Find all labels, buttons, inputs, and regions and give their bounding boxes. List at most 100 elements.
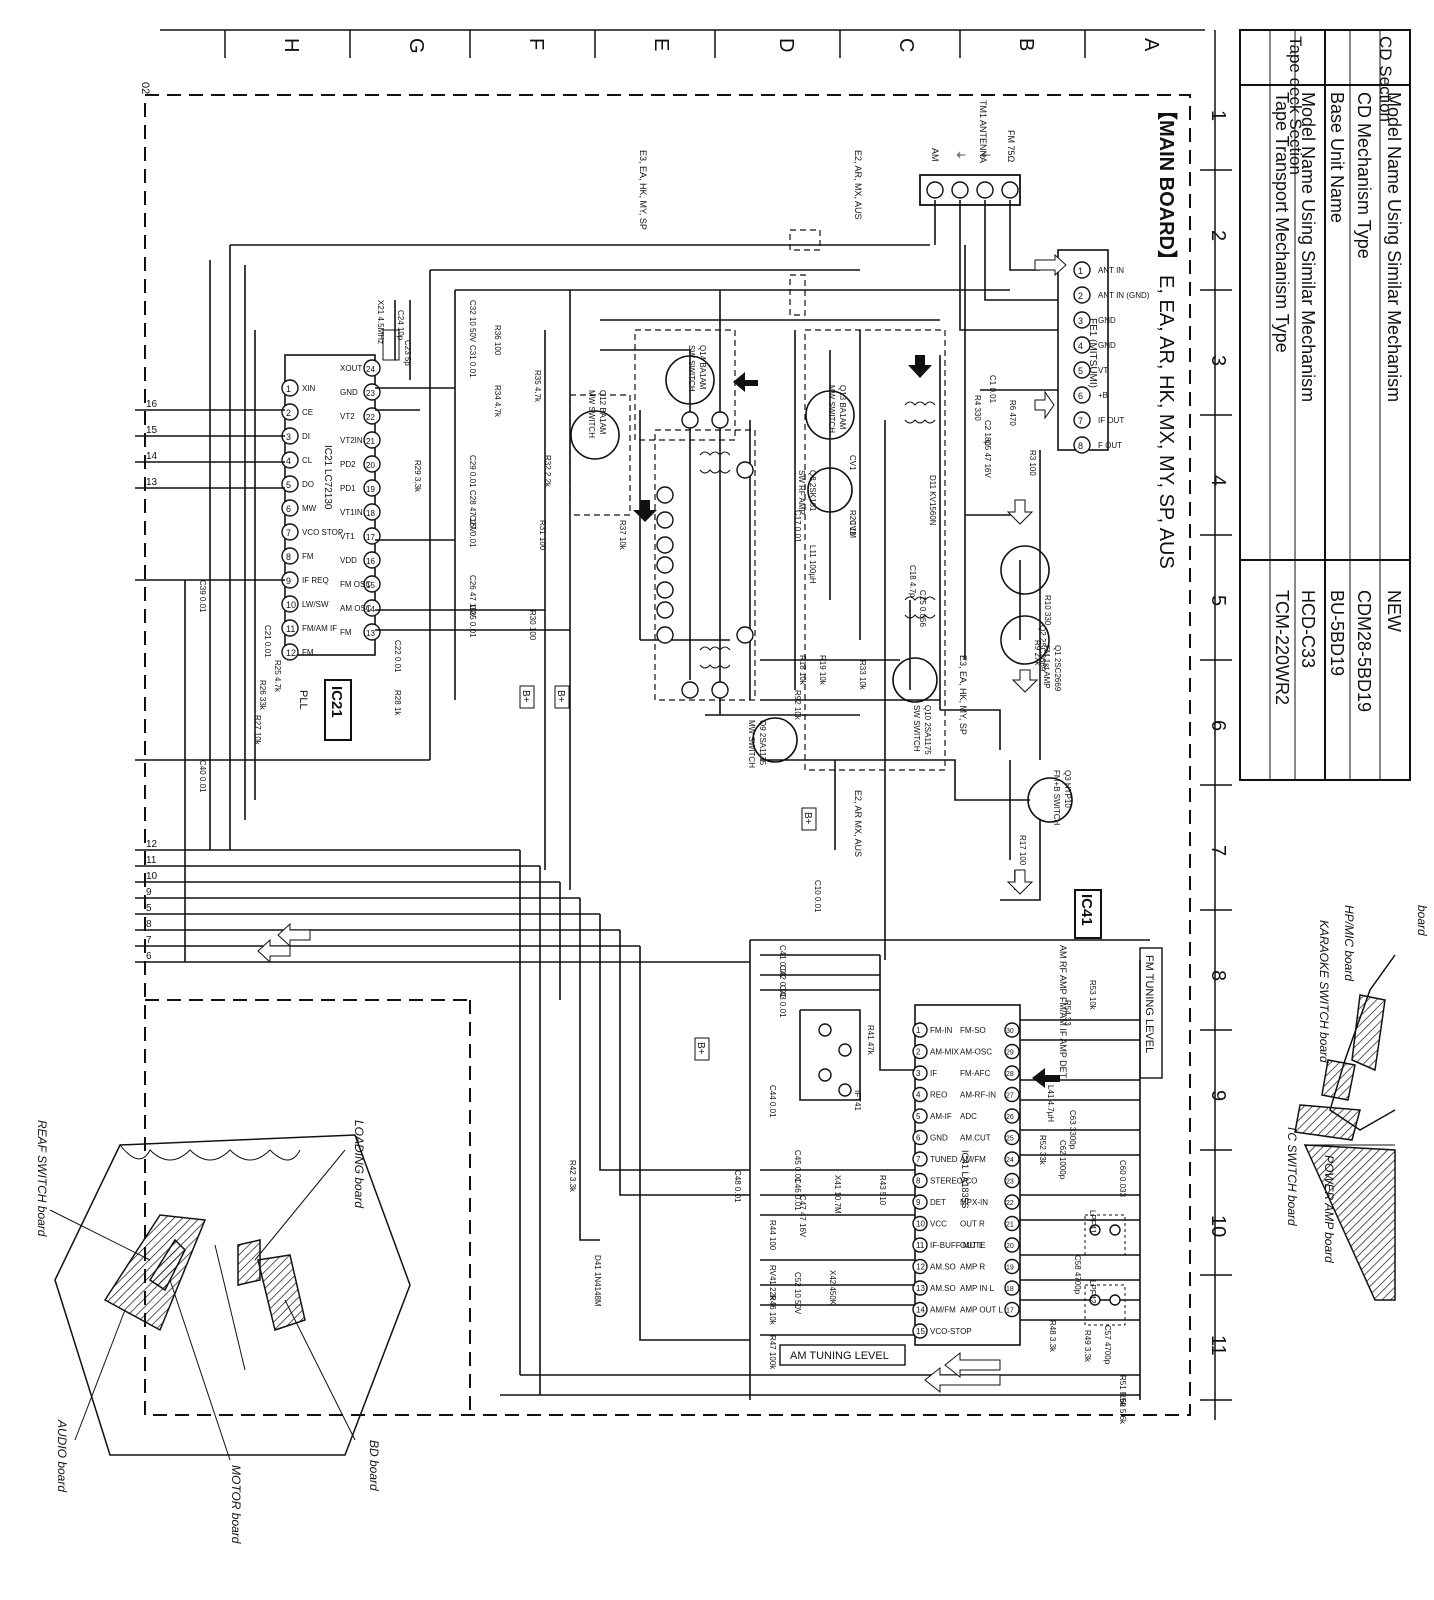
svg-text:19: 19 — [1006, 1265, 1014, 1272]
svg-text:BD board: BD board — [367, 1440, 381, 1491]
ic41-pin-left: AM.SO — [930, 1263, 956, 1272]
svg-text:2: 2 — [1078, 291, 1083, 301]
part-label: D41 1N4148M — [593, 1255, 602, 1307]
fe1-pin-label: VT — [1098, 366, 1108, 375]
part-label: C44 0.01 — [768, 1085, 777, 1118]
svg-text:TM1 ANTENNA: TM1 ANTENNA — [978, 100, 988, 163]
svg-text:board: board — [1415, 905, 1429, 936]
svg-text:KARAOKE SWITCH board: KARAOKE SWITCH board — [1317, 920, 1331, 1063]
part-label: R34 4.7k — [493, 385, 502, 418]
transistor-note: FM 1st AMP — [1042, 645, 1051, 689]
part-label: R37 10k — [618, 520, 627, 551]
grid-row-b: B — [1015, 38, 1037, 51]
ic21-pin-left: DI — [302, 432, 310, 441]
part-label: IFT41 — [853, 1090, 862, 1111]
transistor-ref: Q1 2SC2669 — [1053, 645, 1062, 692]
part-label: R3 100 — [1028, 450, 1037, 476]
bplus-markers: B+ B+ B+ B+ — [519, 685, 817, 1061]
ic21-pin-right: VT2 — [340, 412, 355, 421]
part-label: C18 4.7p — [908, 565, 917, 598]
svg-text:20: 20 — [1006, 1243, 1014, 1250]
part-label: R53 10k — [1088, 980, 1097, 1011]
svg-text:AM RF AMP FM/AM IF AMP DET: AM RF AMP FM/AM IF AMP DET — [1058, 945, 1068, 1079]
part-label: LPF42 — [1088, 1280, 1097, 1304]
ic41-pin-right: VCO — [960, 1177, 977, 1186]
part-label: R17 100 — [1018, 835, 1027, 866]
svg-text:AUDIO board: AUDIO board — [55, 1419, 69, 1492]
svg-text:14: 14 — [916, 1306, 925, 1315]
ic41-pin-right: AM/FM — [960, 1155, 986, 1164]
connector-pin-number: 7 — [146, 935, 152, 946]
svg-text:4: 4 — [286, 456, 291, 466]
svg-text:10: 10 — [286, 600, 296, 610]
svg-text:1: 1 — [1078, 266, 1083, 276]
transistor-ref: Q13 BA1AM — [838, 385, 847, 430]
ic41-pin-right: OUT R — [960, 1220, 985, 1229]
svg-text:3: 3 — [286, 432, 291, 442]
part-label: C32 10 50V — [468, 300, 477, 343]
svg-text:2: 2 — [286, 408, 291, 418]
part-label: R43 510 — [878, 1175, 887, 1206]
svg-text:25: 25 — [1006, 1136, 1014, 1143]
ic41-pin-left: IF — [930, 1069, 937, 1078]
svg-text:21: 21 — [366, 437, 375, 446]
svg-text:13: 13 — [366, 629, 375, 638]
part-label: R18 10k — [798, 655, 807, 686]
part-label: R9 27k — [1033, 640, 1042, 666]
tape-row-1-label: Model Name Using Similar Mechanism — [1298, 92, 1318, 402]
transistor-ref: Q8 2SK161 — [808, 470, 817, 512]
fe1-pin-label: +B — [1098, 391, 1108, 400]
corner-mark: 02 — [139, 82, 151, 94]
part-label: C40 0.01 — [198, 760, 207, 793]
svg-text:⏚: ⏚ — [979, 150, 991, 160]
tape-section-label: Tape deck Section — [1286, 36, 1305, 175]
transistor-note: MW SWITCH — [827, 385, 836, 433]
part-label: R29 3.3k — [413, 460, 422, 493]
part-label: RV41 22k — [768, 1265, 777, 1301]
ic41-pin-right: MPX-IN — [960, 1198, 988, 1207]
svg-text:7: 7 — [916, 1155, 921, 1164]
ic41-pin-left: VCO-STOP — [930, 1327, 972, 1336]
svg-text:9: 9 — [286, 576, 291, 586]
svg-text:14: 14 — [366, 605, 375, 614]
svg-text:28: 28 — [1006, 1071, 1014, 1078]
part-label: C25 0.01 — [468, 605, 477, 638]
grid-frame — [160, 29, 1216, 1420]
svg-text:18: 18 — [366, 509, 375, 518]
ic41-pin-left: FM-IN — [930, 1026, 952, 1035]
part-label: R47 100k — [768, 1335, 777, 1370]
grid-col-2: 2 — [1207, 230, 1229, 241]
svg-text:4: 4 — [916, 1091, 921, 1100]
transistor-note: SW SWITCH — [687, 345, 696, 392]
ic41-pin-right: ADC — [960, 1112, 977, 1121]
svg-text:LOADING board: LOADING board — [352, 1120, 366, 1208]
svg-text:POWER AMP board: POWER AMP board — [1322, 1155, 1336, 1263]
svg-text:7: 7 — [1078, 416, 1083, 426]
svg-text:24: 24 — [1006, 1157, 1014, 1164]
ic21-pin-left: FM — [302, 552, 314, 561]
part-label: C52 10 50V — [793, 1272, 802, 1315]
part-label: R27 10k — [253, 715, 262, 746]
ic41-pin-left: IF-BUFF MUTE — [930, 1241, 986, 1250]
connector-pin-number: 8 — [146, 919, 152, 930]
ic41-pin-right: AM-RF-IN — [960, 1091, 996, 1100]
ic41-pin-right: FM-AFC — [960, 1069, 990, 1078]
fe1-pin-label: IF OUT — [1098, 416, 1124, 425]
region-note: E3, EA, HK, MY, SP — [638, 150, 648, 230]
part-label: C15 0.056 — [918, 590, 927, 627]
grid-col-8: 8 — [1207, 970, 1229, 981]
ic41-pin-left: DET — [930, 1198, 946, 1207]
part-label: R46 10k — [768, 1295, 777, 1326]
part-label: X41 10.7M — [833, 1175, 842, 1214]
svg-text:HP/MIC board: HP/MIC board — [1342, 905, 1356, 981]
ic41-pin-right: OUT L — [960, 1241, 984, 1250]
transistor-ref: Q9 2SA1175 — [758, 720, 767, 766]
cd-row-1-value: NEW — [1384, 590, 1404, 632]
transistor-symbols — [570, 355, 1073, 823]
part-label: R30 100 — [528, 610, 537, 641]
svg-text:11: 11 — [286, 624, 295, 634]
ic21-pin-right: VT1 — [340, 532, 355, 541]
